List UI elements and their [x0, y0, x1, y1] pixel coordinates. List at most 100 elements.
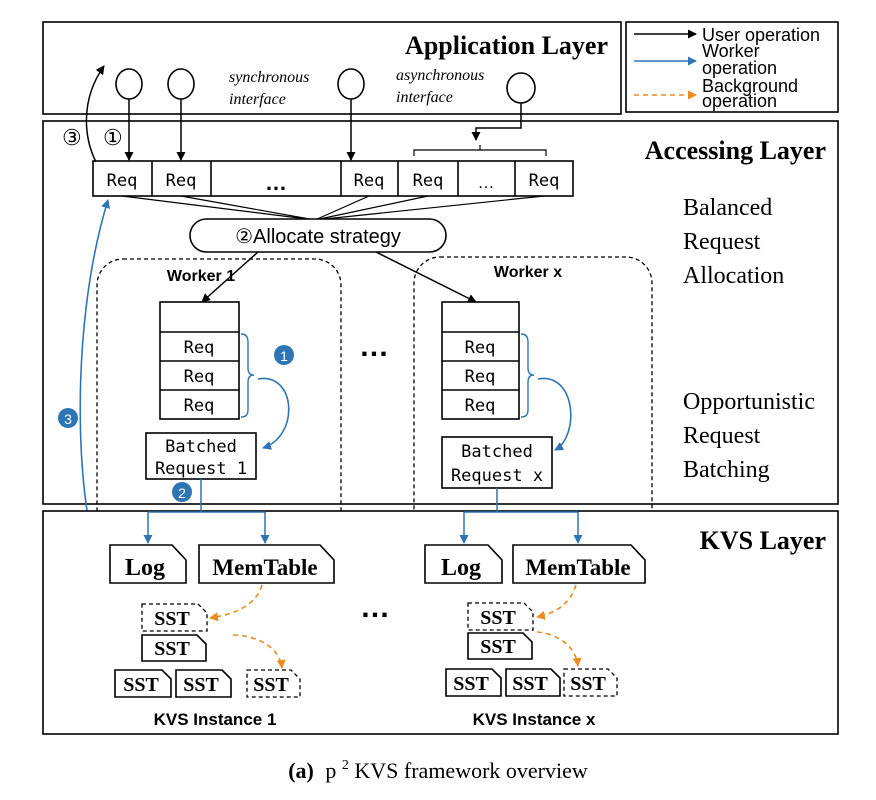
queue-ellipsis-1: … — [265, 170, 287, 195]
instance-x-flush-arrow — [536, 584, 577, 620]
queue-req-1: Req — [107, 171, 138, 191]
kvs-layer-title: KVS Layer — [700, 526, 826, 555]
worker-x-brace — [520, 333, 535, 418]
worker-x-batched-box — [441, 436, 553, 489]
async-bracket — [413, 145, 547, 156]
instance-x-sst-mid — [467, 632, 533, 660]
return-arrow — [85, 65, 105, 163]
instance-1-sst-l1-b — [175, 669, 232, 698]
queue-req-2: Req — [166, 171, 197, 191]
instance-1-label: KVS Instance 1 — [154, 710, 277, 729]
feature-balanced-3: Allocation — [683, 263, 784, 289]
step-badge-3: 3 — [58, 408, 78, 428]
instance-1-sst-l1-a-label: SST — [123, 674, 159, 696]
caption-rest: KVS framework overview — [354, 758, 587, 783]
kvs-ellipsis: … — [360, 591, 390, 624]
worker-1-req-3: Req — [184, 396, 215, 416]
caption-p: p — [325, 758, 336, 783]
application-layer-title: Application Layer — [405, 31, 608, 60]
client-4-arrow — [471, 103, 522, 141]
instance-x-sst-l1-b-label: SST — [512, 673, 548, 695]
instance-1-memtable-label: MemTable — [212, 555, 317, 580]
instance-1-memtable-box — [198, 544, 335, 584]
legend-worker-label-2: operation — [702, 58, 777, 78]
instance-1-sst-dashed-top — [141, 603, 208, 632]
instance-1-compact-arrow — [232, 634, 286, 669]
worker-1-brace — [240, 333, 255, 418]
worker-1-title: Worker 1 — [167, 268, 235, 285]
caption-sup: 2 — [342, 758, 349, 773]
feature-balanced-2: Request — [683, 229, 761, 255]
instance-1-sst-dashed-top-label: SST — [154, 608, 190, 630]
worker-1-batch-arrow — [257, 377, 290, 450]
sync-interface-label-2: interface — [229, 91, 286, 108]
request-queue: Req Req … Req Req … Req — [92, 160, 574, 197]
step-badge-1: 1 — [274, 345, 294, 365]
sync-interface-label-1: synchronous — [229, 69, 309, 86]
instance-x-sst-dashed-top — [467, 602, 534, 631]
step-marker-3: ③ — [62, 125, 82, 150]
instance-x-label: KVS Instance x — [473, 710, 596, 729]
worker-1-batched-box — [145, 432, 257, 480]
legend-user-label: User operation — [702, 25, 820, 45]
allocate-to-worker-x — [375, 251, 477, 303]
feature-batching-2: Request — [683, 423, 761, 449]
worker-1-batched-label-1: Batched — [165, 437, 237, 457]
async-interface-label-1: asynchronous — [396, 67, 484, 84]
worker-x-queue: Req Req Req — [441, 301, 520, 420]
instance-x-memtable-label: MemTable — [525, 555, 630, 580]
worker-x-batch-arrow — [537, 377, 572, 451]
instance-1-sst-mid-label: SST — [154, 638, 190, 660]
instance-1-flush-arrow — [209, 584, 263, 622]
instance-1-sst-l1-a — [114, 669, 172, 698]
legend-background-label-1: Background — [702, 76, 798, 96]
allocate-strategy-label: ②Allocate strategy — [235, 226, 401, 248]
instance-1-sst-l1-b-label: SST — [183, 674, 219, 696]
worker-x-req-3: Req — [465, 396, 496, 416]
worker-x-req-2: Req — [465, 367, 496, 387]
instance-x-log-box — [424, 544, 503, 584]
instance-x-sst-mid-label: SST — [480, 636, 516, 658]
worker-x-batched-label-2: Request x — [451, 466, 543, 486]
worker-1-queue: Req Req Req — [159, 301, 240, 420]
feature-batching-3: Batching — [683, 457, 770, 483]
worker-1-req-1: Req — [184, 338, 215, 358]
instance-x-sst-l1-b — [505, 668, 561, 697]
legend-worker-label-1: Worker — [702, 41, 760, 61]
queue-req-4: Req — [413, 171, 444, 191]
instance-1-sst-mid — [141, 634, 207, 662]
instance-1-log-label: Log — [125, 555, 165, 581]
worker-1-batched-label-2: Request 1 — [155, 459, 247, 479]
svg-text:2: 2 — [178, 485, 186, 501]
legend-box — [625, 21, 839, 113]
queue-req-3: Req — [354, 171, 385, 191]
instance-1-sst-l1-dashed-label: SST — [253, 674, 289, 696]
worker-x-title: Worker x — [494, 264, 562, 281]
client-node-1 — [115, 68, 143, 100]
workers-ellipsis: … — [359, 330, 389, 363]
instance-x-sst-l1-a — [445, 668, 502, 697]
instance-1-log-box — [109, 544, 187, 584]
client-node-4 — [506, 72, 536, 104]
instance-1-sst-l1-dashed — [246, 669, 301, 698]
allocate-strategy-box — [189, 218, 447, 253]
worker-x-req-1: Req — [465, 338, 496, 358]
svg-text:3: 3 — [64, 411, 72, 427]
worker-x-fork — [464, 488, 578, 513]
client-node-3 — [337, 68, 365, 100]
allocation-fan — [121, 195, 545, 221]
queue-ellipsis-2: … — [478, 173, 495, 192]
step-marker-1: ① — [103, 125, 123, 150]
figure-caption: (a) p 2 KVS framework overview — [288, 749, 588, 783]
instance-x-sst-l1-a-label: SST — [453, 673, 489, 695]
worker-1-req-2: Req — [184, 367, 215, 387]
worker-1-fork — [148, 479, 265, 513]
queue-req-5: Req — [529, 171, 560, 191]
instance-x-sst-dashed-top-label: SST — [480, 607, 516, 629]
instance-x-compact-arrow — [536, 631, 582, 667]
feature-batching-1: Opportunistic — [683, 389, 815, 415]
svg-text:1: 1 — [280, 348, 288, 364]
accessing-layer-title: Accessing Layer — [645, 136, 826, 165]
allocate-to-worker-1 — [201, 251, 259, 303]
